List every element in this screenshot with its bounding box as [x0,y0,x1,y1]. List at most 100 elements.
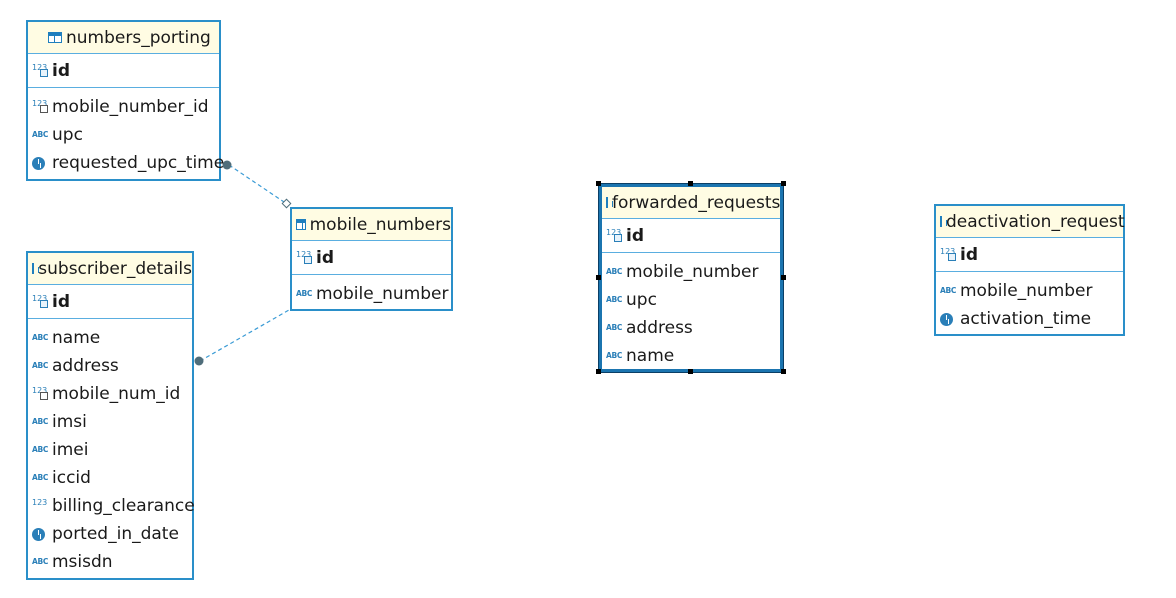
table-icon [296,219,306,230]
text-type-icon: ABC [606,267,623,276]
column-name: mobile_number [626,262,759,282]
column-name: activation_time [960,309,1092,329]
column-name: iccid [52,468,91,488]
column-name: id [626,225,644,246]
primary-key-row[interactable]: 123 id [28,54,219,88]
entity-header[interactable]: subscriber_details [28,253,192,285]
column-row[interactable]: ABC msisdn [28,548,192,576]
column-row[interactable]: requested_upc_time [28,149,224,177]
numeric-key-icon: 123 [32,63,50,79]
resize-handle-sw[interactable] [596,369,601,374]
clock-icon [32,528,45,541]
numeric-key-icon: 123 [32,294,50,310]
column-row[interactable]: ABC iccid [28,464,192,492]
resize-handle-se[interactable] [781,369,786,374]
column-name: address [626,318,693,338]
text-type-icon: ABC [940,286,957,295]
column-name: name [626,346,675,366]
column-name: mobile_number_id [52,97,209,117]
entity-header[interactable]: deactivation_request [936,206,1125,238]
column-row[interactable]: ABC mobile_number [292,280,451,308]
text-type-icon: ABC [32,473,49,482]
text-type-icon: ABC [32,557,49,566]
entity-header[interactable]: numbers_porting [28,22,219,54]
column-name: mobile_number [316,284,449,304]
column-row[interactable]: ABC address [602,314,780,342]
column-row[interactable]: ABC upc [602,286,780,314]
entity-title: numbers_porting [66,27,211,48]
column-name: mobile_number [960,281,1093,301]
column-row[interactable]: ABC address [28,352,192,380]
column-name: billing_clearance [52,496,195,516]
resize-handle-e[interactable] [781,275,786,280]
column-row[interactable]: 123 billing_clearance [28,492,195,520]
column-row[interactable]: ABC mobile_number [936,277,1123,305]
column-row[interactable]: ABC upc [28,121,219,149]
table-icon [940,216,947,227]
numeric-key-icon: 123 [606,228,624,244]
numeric-type-label: 123 [32,498,48,507]
entity-title: deactivation_request [946,211,1125,232]
column-name: requested_upc_time [52,153,225,173]
table-icon [606,197,613,208]
entity-header[interactable]: forwarded_requests [602,187,780,219]
text-type-icon: ABC [32,333,49,342]
column-row[interactable]: 123 mobile_num_id [28,380,192,408]
column-row[interactable]: ABC imei [28,436,192,464]
entity-header[interactable]: mobile_numbers [292,209,451,241]
relation-endpoint-subscriber-details [194,356,204,366]
entity-title: subscriber_details [38,258,192,279]
text-type-icon: ABC [32,130,49,139]
column-row[interactable]: ABC mobile_number [602,258,780,286]
resize-handle-nw[interactable] [596,181,601,186]
table-icon [32,263,40,274]
primary-key-row[interactable]: 123 id [28,285,192,319]
primary-key-row[interactable]: 123 id [602,219,780,253]
table-icon [48,32,62,43]
text-type-icon: ABC [32,361,49,370]
text-type-icon: ABC [606,295,623,304]
column-name: imsi [52,412,87,432]
entity-deactivation-request[interactable]: deactivation_request 123 id ABC mobile_n… [934,204,1125,336]
column-row[interactable]: ported_in_date [28,520,192,548]
entity-title: mobile_numbers [309,214,451,235]
column-name: upc [52,125,83,145]
clock-icon [940,313,953,326]
text-type-icon: ABC [606,323,623,332]
entity-numbers-porting[interactable]: numbers_porting 123 id 123 mobile_number… [26,20,224,181]
entity-subscriber-details[interactable]: subscriber_details 123 id ABC name ABC a… [26,251,195,580]
column-name: upc [626,290,657,310]
numeric-key-icon: 123 [940,247,958,263]
resize-handle-n[interactable] [688,181,693,186]
column-name: ported_in_date [52,524,179,544]
column-name: msisdn [52,552,113,572]
column-name: name [52,328,101,348]
column-row[interactable]: 123 mobile_number_id [28,93,219,121]
column-name: imei [52,440,89,460]
column-name: id [52,60,70,81]
numeric-key-icon: 123 [296,250,314,266]
clock-icon [32,157,45,170]
numeric-foreign-key-icon: 123 [32,386,50,402]
text-type-icon: ABC [32,417,49,426]
column-row[interactable]: ABC name [28,324,192,352]
column-name: mobile_num_id [52,384,181,404]
resize-handle-ne[interactable] [781,181,786,186]
primary-key-row[interactable]: 123 id [936,238,1123,272]
column-name: address [52,356,119,376]
column-row[interactable]: ABC imsi [28,408,192,436]
resize-handle-s[interactable] [688,369,693,374]
text-type-icon: ABC [296,289,313,298]
entity-forwarded-requests[interactable]: forwarded_requests 123 id ABC mobile_num… [599,184,783,372]
column-row[interactable]: ABC name [602,342,780,370]
numeric-type-icon: 123 [32,498,50,514]
primary-key-row[interactable]: 123 id [292,241,451,275]
entity-mobile-numbers[interactable]: mobile_numbers 123 id ABC mobile_number [290,207,453,311]
numeric-foreign-key-icon: 123 [32,99,50,115]
column-name: id [316,247,334,268]
column-name: id [52,291,70,312]
column-name: id [960,244,978,265]
column-row[interactable]: activation_time [936,305,1123,333]
resize-handle-w[interactable] [596,275,601,280]
